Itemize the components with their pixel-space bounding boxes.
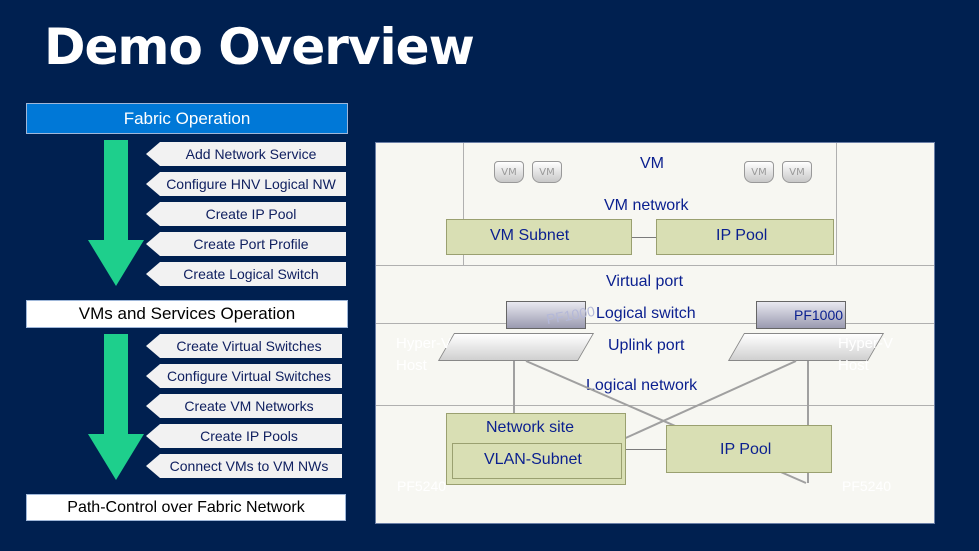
step-create-port-profile: Create Port Profile <box>146 232 346 256</box>
step-add-network-service: Add Network Service <box>146 142 346 166</box>
path-control-header: Path-Control over Fabric Network <box>26 494 346 521</box>
uplink-port-label: Uplink port <box>608 337 685 354</box>
fabric-operation-header: Fabric Operation <box>26 103 348 134</box>
step-create-virtual-switches: Create Virtual Switches <box>146 334 342 358</box>
vm-icon: VM <box>494 161 524 183</box>
vm-subnet-label: VM Subnet <box>490 227 570 244</box>
step-create-vm-networks: Create VM Networks <box>146 394 342 418</box>
logical-switch-right-icon <box>756 301 846 329</box>
page-title: Demo Overview <box>44 18 475 76</box>
vms-arrow-icon <box>88 334 144 480</box>
vm-icon: VM <box>782 161 812 183</box>
vm-icon: VM <box>744 161 774 183</box>
subnet-connector <box>632 237 656 238</box>
step-create-ip-pool: Create IP Pool <box>146 202 346 226</box>
hyperv-host-left-label: Hyper-V Host <box>396 335 452 374</box>
vms-services-header: VMs and Services Operation <box>26 300 348 328</box>
vlan-subnet-label: VLAN-Subnet <box>484 451 582 468</box>
vm-label: VM <box>640 155 664 172</box>
ip-pool-bottom-label: IP Pool <box>720 441 772 458</box>
site-connector <box>626 449 666 450</box>
vm-icon: VM <box>532 161 562 183</box>
logical-switch-left-icon <box>506 301 586 329</box>
pf1000-right-label: PF1000 <box>794 307 844 323</box>
step-connect-vms: Connect VMs to VM NWs <box>146 454 342 478</box>
step-create-logical-switch: Create Logical Switch <box>146 262 346 286</box>
network-diagram: VM VM VM VM VM VM network VM Subnet IP P… <box>375 142 935 524</box>
virtual-port-label: Virtual port <box>606 273 684 290</box>
vm-subnet-box <box>446 219 632 255</box>
ip-pool-top-label: IP Pool <box>716 227 768 244</box>
step-configure-virtual-switches: Configure Virtual Switches <box>146 364 342 388</box>
ip-pool-bottom-box <box>666 425 832 473</box>
logical-network-label: Logical network <box>586 377 698 394</box>
network-site-label: Network site <box>486 419 575 436</box>
logical-switch-label: Logical switch <box>596 305 696 322</box>
step-configure-hnv-logical-nw: Configure HNV Logical NW <box>146 172 346 196</box>
ip-pool-top-box <box>656 219 834 255</box>
fabric-arrow-icon <box>88 140 144 286</box>
vlan-subnet-box <box>452 443 622 479</box>
hyperv-host-right-label: Hyper-V Host <box>838 335 894 374</box>
vm-network-label: VM network <box>604 197 689 214</box>
pf5240-left-label: PF5240 <box>397 478 447 494</box>
step-create-ip-pools: Create IP Pools <box>146 424 342 448</box>
pf5240-right-label: PF5240 <box>842 478 892 494</box>
